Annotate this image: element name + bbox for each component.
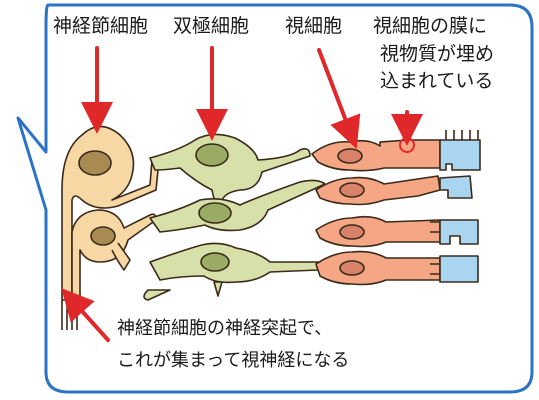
label-membrane-line1: 視細胞の膜に [373, 17, 487, 36]
label-photoreceptor-cell: 視細胞 [285, 17, 342, 36]
label-membrane-line3: 込まれている [380, 72, 493, 91]
label-ganglion-cell: 神経節細胞 [53, 17, 148, 36]
label-bipolar-cell: 双極細胞 [173, 17, 249, 36]
label-membrane-line2: 視物質が埋め [380, 45, 494, 64]
label-axon-line1: 神経節細胞の神経突起で、 [117, 320, 332, 338]
label-axon-line2: これが集まって視神経になる [117, 352, 349, 370]
